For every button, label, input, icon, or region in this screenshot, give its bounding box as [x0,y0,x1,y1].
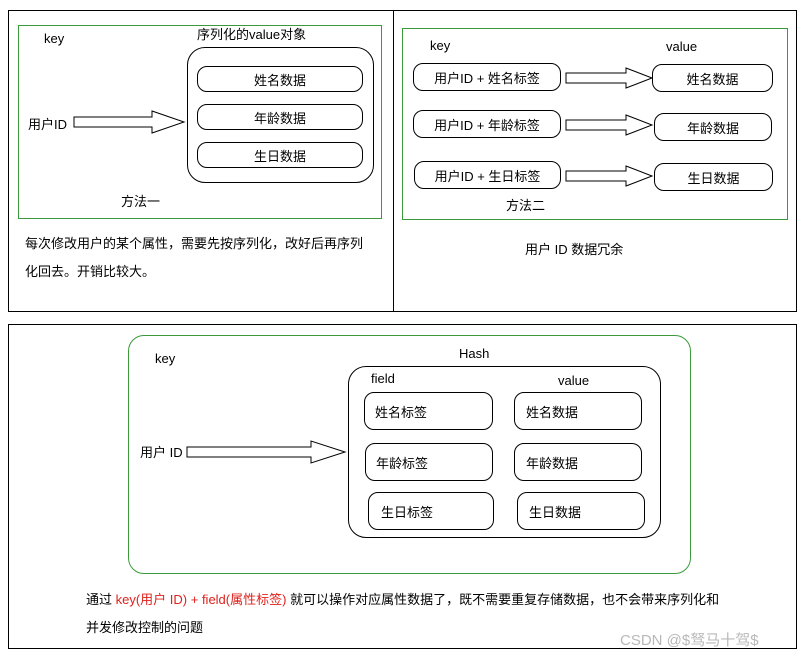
hash-note: 通过 key(用户 ID) + field(属性标签) 就可以操作对应属性数据了… [86,586,726,642]
hash-field-name: 姓名标签 [364,392,493,430]
method1-value-title: 序列化的value对象 [197,27,307,42]
hash-title: Hash [459,346,490,361]
method1-value-birthday: 生日数据 [197,142,363,168]
hash-arrow [186,440,347,464]
method1-note: 每次修改用户的某个属性，需要先按序列化，改好后再序列化回去。开销比较大。 [25,236,364,279]
method2-value-birthday: 生日数据 [654,163,773,191]
watermark: CSDN @$驽马十驾$ [620,632,759,649]
hash-value-name: 姓名数据 [514,392,642,430]
hash-field-age: 年龄标签 [365,443,493,481]
method2-arrow-name [565,67,654,89]
hash-panel [8,324,797,649]
method2-value-name: 姓名数据 [652,64,773,92]
method2-note: 用户 ID 数据冗余 [525,242,624,257]
method2-key-age: 用户ID + 年龄标签 [413,110,561,138]
hash-container [348,366,661,538]
method1-frame [18,25,382,219]
hash-value-age: 年龄数据 [514,443,642,481]
hash-note-prefix: 通过 [86,592,116,607]
method2-key-header: key [430,38,451,53]
method1-value-age: 年龄数据 [197,104,363,130]
hash-frame [128,335,691,574]
method2-key-birthday: 用户ID + 生日标签 [414,161,561,189]
hash-key-label: key [155,351,176,366]
method2-arrow-age [565,114,654,136]
method2-arrow-birthday [565,165,654,187]
hash-field-birthday: 生日标签 [368,492,494,530]
hash-note-suffix: 就可以操作对应属性数据了，既不需要重复存储数据，也不会带来序列化和并发修改控制的… [86,592,720,635]
method2-panel [393,10,797,312]
hash-note-highlight: key(用户 ID) + field(属性标签) [115,592,287,607]
hash-field-header: field [371,371,395,386]
method1-value-object [187,47,374,183]
method2-frame [402,28,788,220]
method2-value-age: 年龄数据 [654,113,772,141]
method2-key-name: 用户ID + 姓名标签 [413,63,561,91]
method1-user-id: 用户ID [28,117,68,132]
method1-caption: 方法一 [121,194,161,209]
method1-key-label: key [44,31,65,46]
hash-value-birthday: 生日数据 [517,492,645,530]
method1-arrow [73,110,186,134]
method2-caption: 方法二 [506,198,546,213]
method1-value-name: 姓名数据 [197,66,363,92]
method2-value-header: value [666,39,698,54]
hash-value-header: value [558,373,590,388]
hash-user-id: 用户 ID [140,445,183,460]
